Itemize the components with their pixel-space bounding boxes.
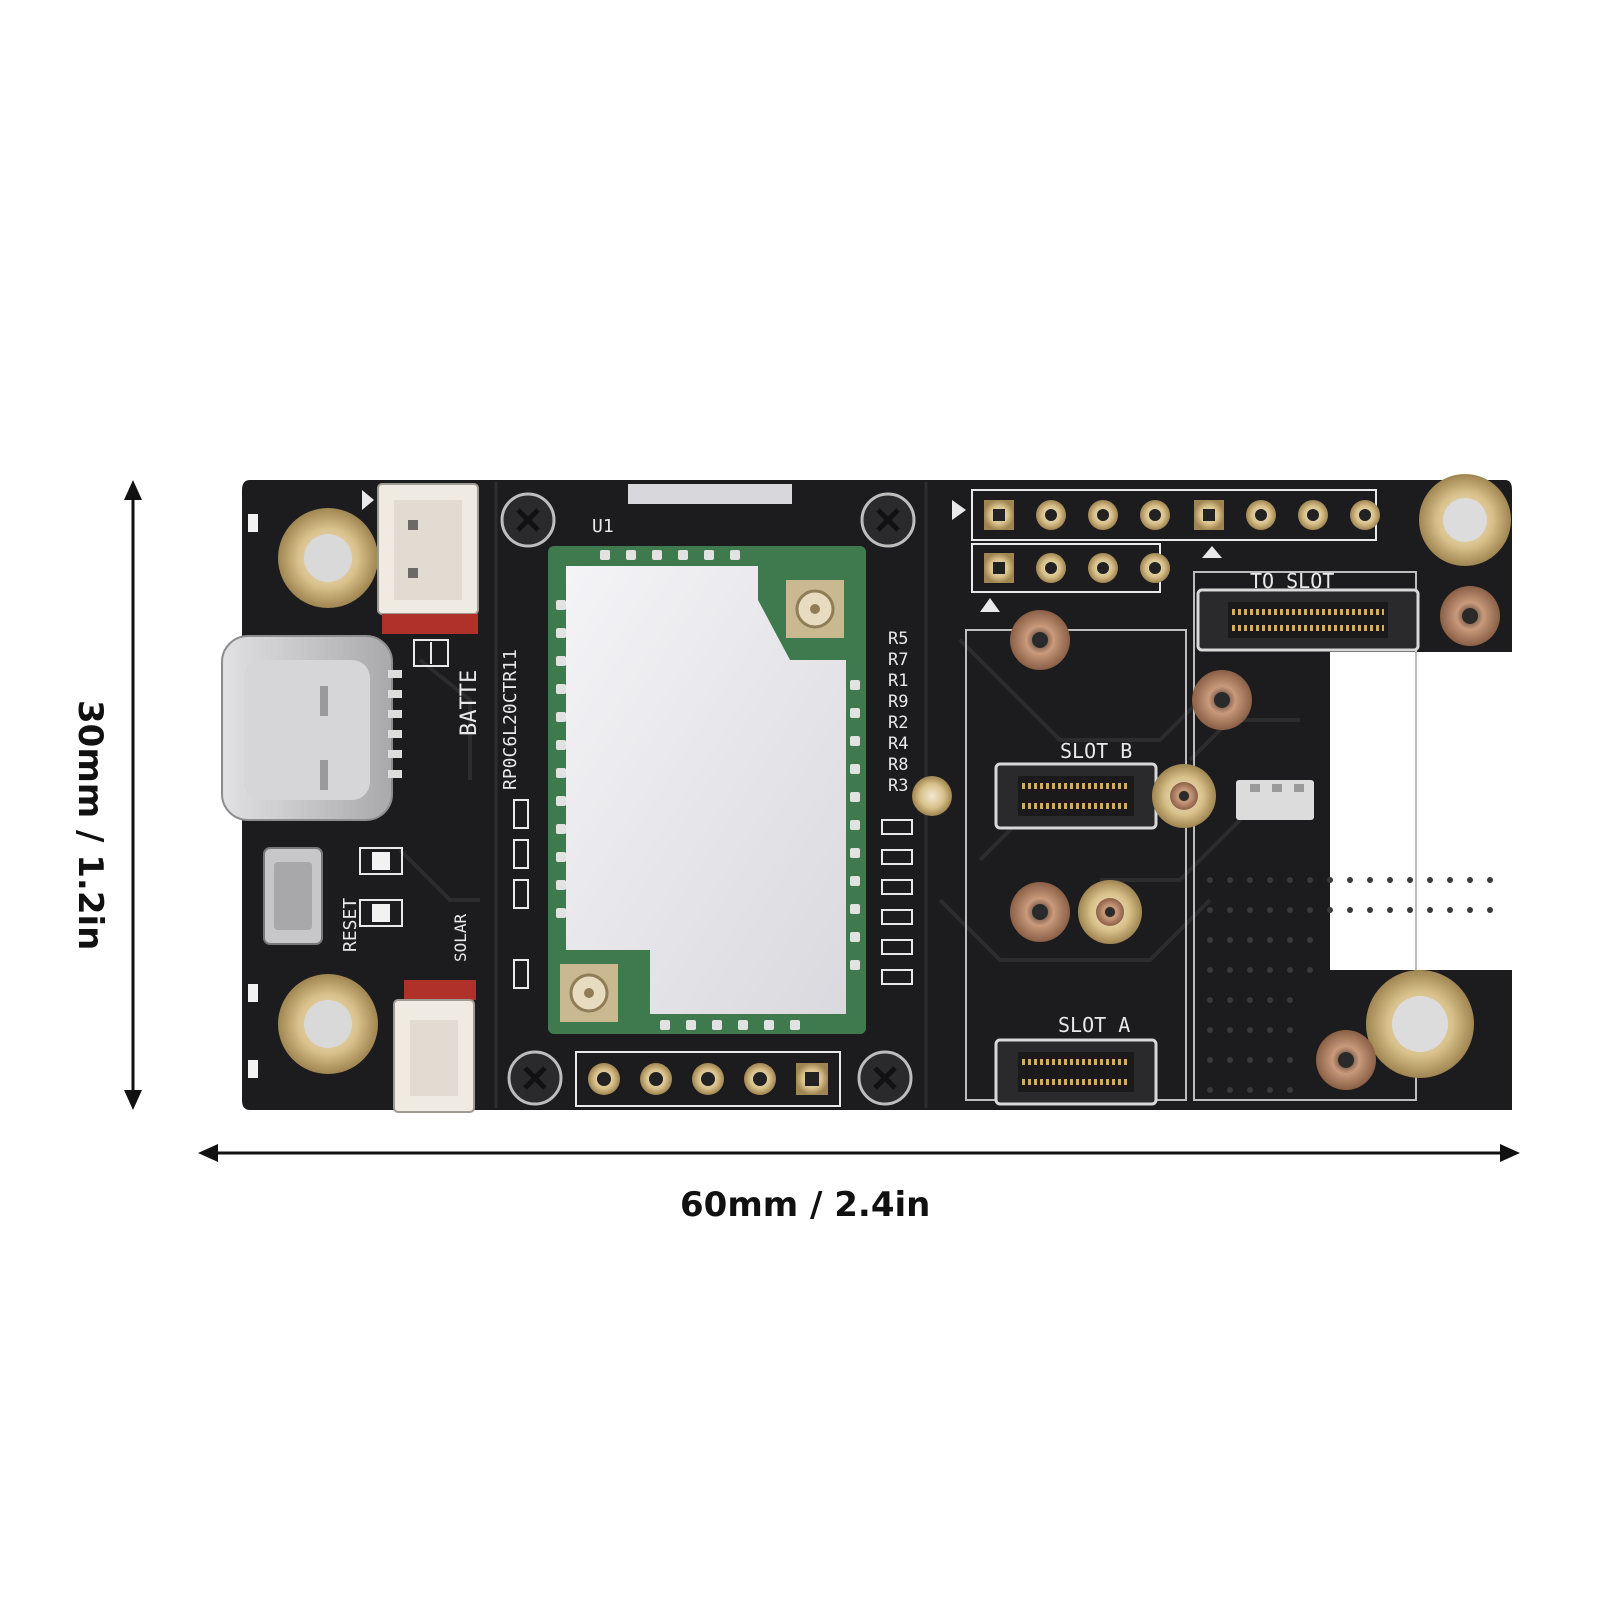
small-white-connector (1236, 780, 1314, 820)
u1-label: U1 (592, 516, 614, 537)
resistor-label: R2 (888, 713, 908, 733)
screw-icon (860, 492, 916, 548)
rf-module (548, 546, 866, 1034)
usb-c-port (221, 635, 393, 821)
resistor-labels: R5 R7 R1 R9 R2 R4 R8 R3 (888, 629, 908, 796)
usb-side-pins (388, 670, 402, 778)
pin1-marker (362, 490, 374, 510)
via-field (1207, 877, 1493, 1093)
arrow-down-icon (124, 1090, 142, 1110)
arrow-left-icon (198, 1144, 218, 1162)
width-dimension-label: 60mm / 2.4in (680, 1185, 931, 1225)
mount-hole-bottom-left (278, 974, 378, 1074)
to-slot-connector (1196, 588, 1420, 652)
screw-icon (507, 1050, 563, 1106)
module-screws (500, 492, 916, 1106)
rf-shield (566, 566, 846, 1014)
bottom-pin-header (575, 1051, 841, 1107)
resistor-label: R5 (888, 629, 908, 649)
ufl-antenna-connector-top (786, 580, 844, 638)
mount-hole-top-right (1419, 474, 1511, 566)
solar-label: SOLAR (451, 913, 470, 962)
mount-hole-bottom-right (1366, 970, 1474, 1078)
ufl-antenna-connector-bottom (560, 964, 618, 1022)
resistor-label: R7 (888, 650, 908, 670)
battery-label: BATTE (457, 670, 482, 736)
slot-b-label: SLOT B (1060, 739, 1132, 763)
reset-button (263, 847, 323, 945)
resistor-label: R3 (888, 776, 908, 796)
arrow-right-icon (1500, 1144, 1520, 1162)
resistor-label: R8 (888, 755, 908, 775)
module-castellated-pads (556, 550, 860, 1030)
mount-hole-top-left (278, 508, 378, 608)
antenna-tape (628, 484, 792, 504)
reset-label: RESET (340, 898, 361, 952)
resistor-label: R9 (888, 692, 908, 712)
copper-standoffs (1010, 586, 1500, 1090)
module-side-label: RP0C6L20CTR11 (500, 649, 521, 790)
slot-b-connector (994, 762, 1158, 830)
smd-components (513, 799, 913, 989)
screw-icon (857, 1050, 913, 1106)
resistor-label: R1 (888, 671, 908, 691)
battery-connector (377, 483, 479, 634)
resistor-label: R4 (888, 734, 908, 754)
width-dimension-line (198, 1144, 1520, 1162)
status-leds (359, 847, 403, 927)
top-pin-header (952, 489, 1380, 612)
battery-polarity-mark (413, 639, 449, 667)
gold-standoffs (912, 764, 1216, 944)
height-dimension-line (124, 480, 142, 1110)
arrow-up-icon (124, 480, 142, 500)
slot-a-label: SLOT A (1058, 1013, 1130, 1037)
edge-leds (248, 514, 258, 1078)
slot-a-connector (994, 1038, 1158, 1106)
screw-icon (500, 492, 556, 548)
height-dimension-label: 30mm / 1.2in (70, 700, 110, 951)
solar-connector (393, 980, 476, 1113)
